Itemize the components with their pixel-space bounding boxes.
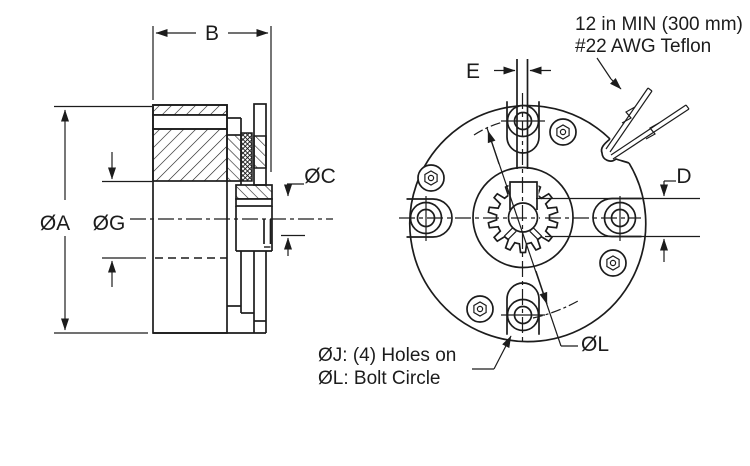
dimension-og: ØG [93, 152, 152, 287]
side-section-view [130, 103, 333, 334]
bore-spline-dashes [503, 227, 543, 241]
body-top-flange-hatch [152, 104, 228, 116]
keyway-mask [508, 180, 539, 203]
dim-d-label: D [676, 165, 691, 188]
armature-lower [153, 251, 267, 334]
rotor-hatch [227, 135, 241, 181]
armature-hatch [253, 135, 267, 169]
hex-screw [417, 164, 445, 192]
wire-break-mark [621, 106, 636, 124]
note-holes-line1: ØJ: (4) Holes on [318, 345, 456, 366]
friction-disc-lower [241, 251, 255, 333]
hub-ring [235, 198, 273, 207]
hub-hatch [235, 184, 273, 200]
hex-screw [466, 295, 494, 323]
coil-section-hatch [152, 128, 228, 182]
hex-screw [549, 118, 577, 146]
lead-wire-slot [516, 59, 529, 169]
hex-socket-screws [417, 118, 627, 323]
dim-ol-label: ØL [581, 333, 609, 356]
dim-oc-label: ØC [304, 165, 336, 188]
front-view [399, 59, 690, 343]
lead-wires [605, 87, 690, 160]
wire-exit-notch [600, 138, 630, 164]
note-wire-line2: #22 AWG Teflon [575, 36, 711, 57]
note-holes: ØJ: (4) Holes on ØL: Bolt Circle [318, 335, 512, 389]
wire-break-mark [645, 122, 660, 140]
note-wire: 12 in MIN (300 mm) #22 AWG Teflon [575, 14, 743, 90]
dimension-oa: ØA [40, 105, 152, 334]
dimension-oc: ØC [281, 165, 336, 256]
dimension-ol: ØL [473, 121, 609, 356]
dimension-d: D [536, 165, 700, 262]
dim-oa-label: ØA [40, 212, 70, 235]
body-top-strip [152, 114, 228, 130]
dim-b-label: B [205, 22, 219, 45]
note-holes-line2: ØL: Bolt Circle [318, 368, 440, 389]
hex-screw [599, 249, 627, 277]
front-centerlines [399, 93, 641, 343]
note-wire-line1: 12 in MIN (300 mm) [575, 14, 743, 35]
hub [235, 184, 273, 252]
dim-e-label: E [466, 60, 480, 83]
dimension-e: E [466, 60, 551, 83]
dim-og-label: ØG [93, 212, 126, 235]
dimension-b: B [152, 22, 272, 172]
friction-disc-hatch [240, 132, 253, 182]
